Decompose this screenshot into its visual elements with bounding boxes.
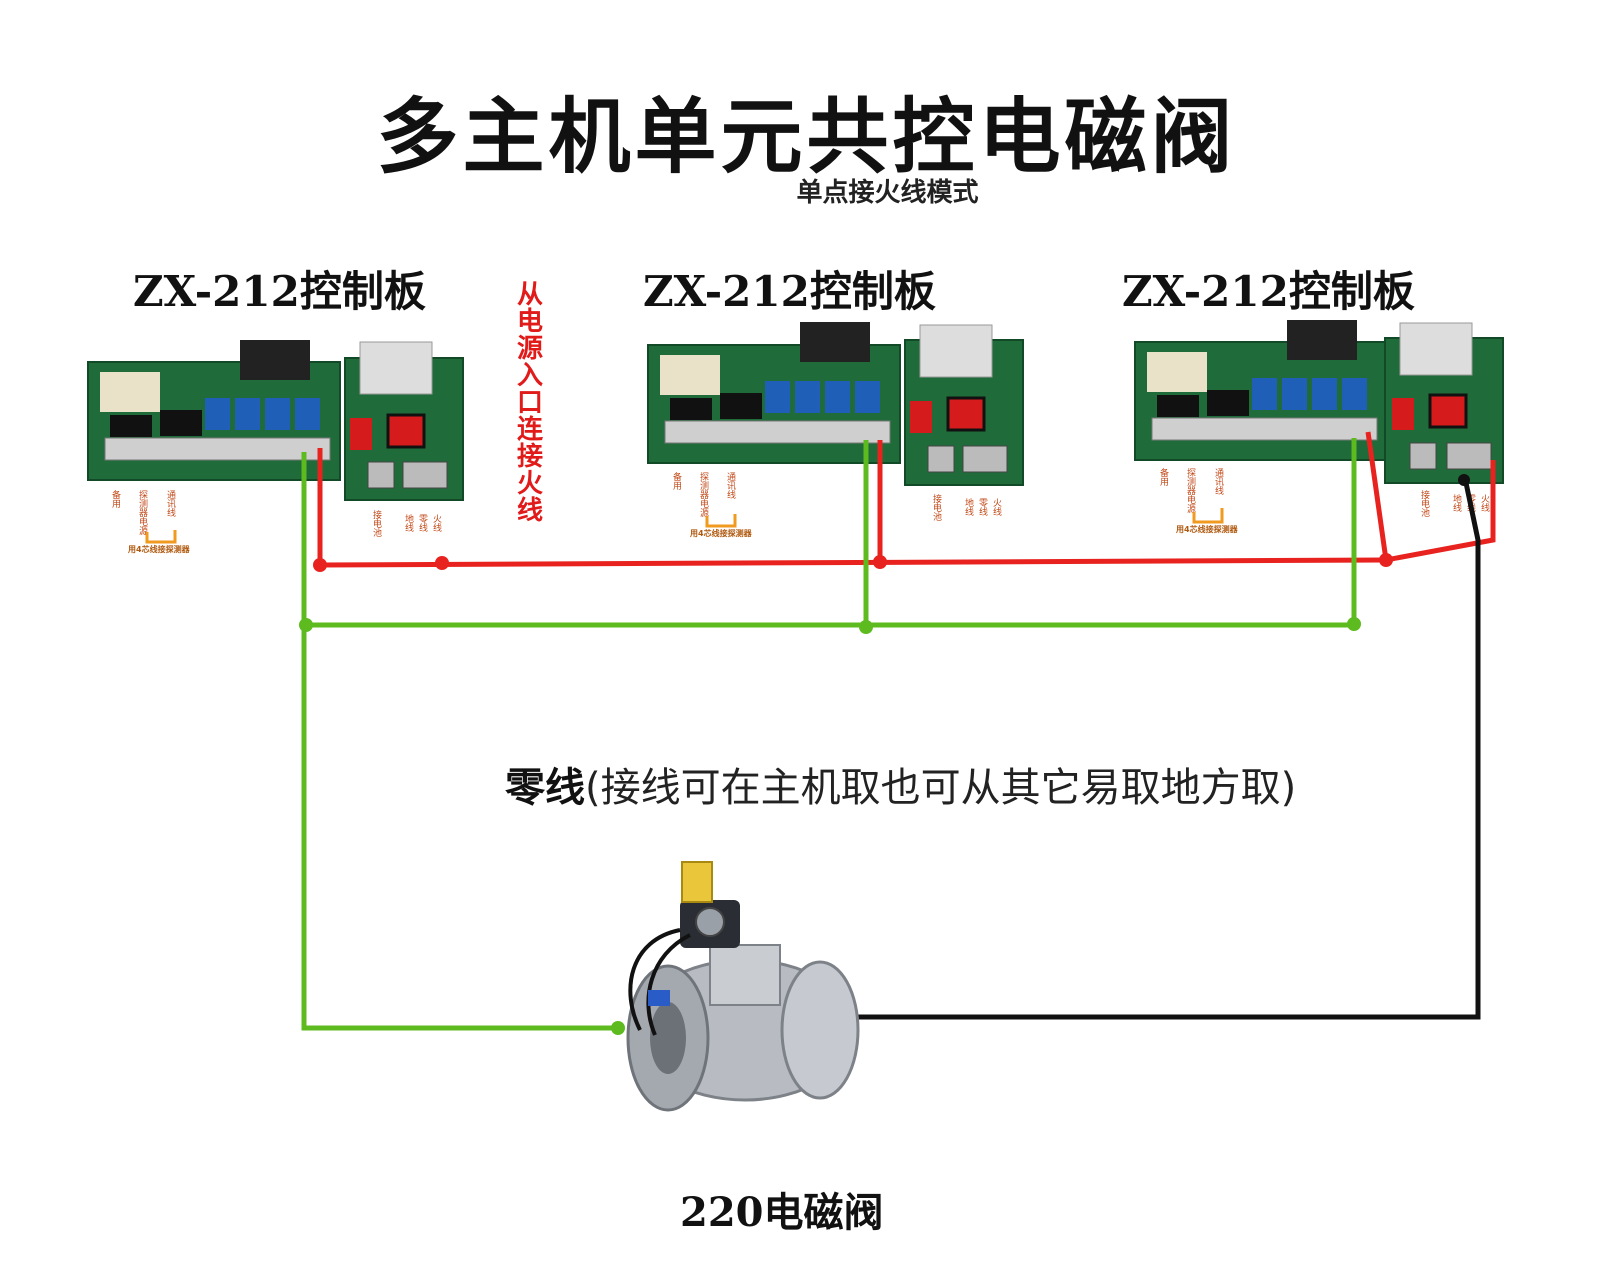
terminal-label-comm: 通讯线 <box>725 472 736 499</box>
transformer <box>240 340 310 380</box>
terminal-label-battery: 接电池 <box>931 493 942 521</box>
control-board-1 <box>87 340 464 501</box>
terminal-label-comm: 通讯线 <box>165 490 176 517</box>
power-switch <box>1428 393 1468 429</box>
terminal-label-spare: 备用 <box>1158 467 1169 487</box>
diagram-subtitle: 单点接火线模式 <box>796 178 979 208</box>
valve-flange <box>780 960 860 1100</box>
terminal-label-spare: 备用 <box>110 489 121 509</box>
terminal-block <box>104 437 331 461</box>
terminal-label-live: 火线 <box>991 498 1002 516</box>
chip-module <box>1147 352 1207 392</box>
fire-junction <box>1379 553 1393 567</box>
valve-label: 220电磁阀 <box>680 1189 884 1236</box>
neutral-line <box>301 438 1357 1031</box>
fire-line <box>317 431 1496 568</box>
valve-cable <box>628 928 681 1031</box>
relay <box>855 381 880 413</box>
fire-junction <box>313 558 327 572</box>
neutral-junction <box>859 620 873 634</box>
relay <box>1312 378 1337 410</box>
detector-note: 用4芯线接探测器 <box>689 528 753 538</box>
control-board-3 <box>1134 320 1504 484</box>
chip-module <box>100 372 160 412</box>
detector-note: 用4芯线接探测器 <box>127 544 191 554</box>
filter <box>1399 322 1473 376</box>
neutral-junction <box>611 1021 625 1035</box>
neutral-junction <box>299 618 313 632</box>
terminal-label-live: 火线 <box>1479 494 1490 512</box>
neutral-junction <box>1347 617 1361 631</box>
valve-cap <box>681 861 713 903</box>
relay <box>265 398 290 430</box>
detector-note: 用4芯线接探测器 <box>1175 524 1239 534</box>
power-switch <box>946 396 986 432</box>
relay <box>765 381 790 413</box>
diagram-title: 多主机单元共控电磁阀 <box>376 90 1237 185</box>
solenoid-valve <box>626 861 860 1112</box>
filter <box>359 341 433 395</box>
terminal-label-ground: 地线 <box>1451 493 1462 512</box>
fire-line-note: 从电源入口连接火线 <box>516 280 543 526</box>
relay <box>205 398 230 430</box>
relay <box>235 398 260 430</box>
terminal-block <box>664 420 891 444</box>
terminal-label-detector-power: 探测器电源 <box>137 489 148 536</box>
filter <box>919 324 993 378</box>
terminal-label-ground: 地线 <box>403 513 414 532</box>
terminal-block <box>1151 417 1378 441</box>
return-junction <box>1458 474 1470 486</box>
relay <box>1342 378 1367 410</box>
fire-junction <box>873 555 887 569</box>
power-switch <box>386 413 426 449</box>
power-switch <box>910 401 932 433</box>
board-3-label: ZX-212控制板 <box>1122 267 1415 316</box>
power-switch <box>350 418 372 450</box>
board-1-label: ZX-212控制板 <box>133 267 426 316</box>
relay <box>825 381 850 413</box>
chip-module <box>660 355 720 395</box>
relay <box>1282 378 1307 410</box>
relay <box>795 381 820 413</box>
terminal-label-spare: 备用 <box>671 471 682 491</box>
power-switch <box>1392 398 1414 430</box>
terminal-label-live: 火线 <box>431 514 442 532</box>
terminal-label-battery: 接电池 <box>1419 489 1430 517</box>
terminal-label-neutral: 零线 <box>417 514 428 532</box>
relay <box>1252 378 1277 410</box>
terminal-label-battery: 接电池 <box>371 509 382 537</box>
fire-junction <box>435 556 449 570</box>
terminal-label-comm: 通讯线 <box>1213 468 1224 495</box>
neutral-note-rest: (接线可在主机取也可从其它易取地方取) <box>585 765 1297 811</box>
board-2-label: ZX-212控制板 <box>643 267 936 316</box>
terminal-label-neutral: 零线 <box>977 498 988 516</box>
terminal-label-ground: 地线 <box>963 497 974 516</box>
terminal-label-detector-power: 探测器电源 <box>698 471 709 518</box>
relay <box>295 398 320 430</box>
neutral-note: 零线(接线可在主机取也可从其它易取地方取) <box>505 755 1296 813</box>
transformer <box>800 322 870 362</box>
return-line <box>850 477 1481 1020</box>
transformer <box>1287 320 1357 360</box>
neutral-note-bold: 零线 <box>505 765 585 811</box>
control-board-2 <box>647 322 1024 486</box>
terminal-label-detector-power: 探测器电源 <box>1185 467 1196 514</box>
